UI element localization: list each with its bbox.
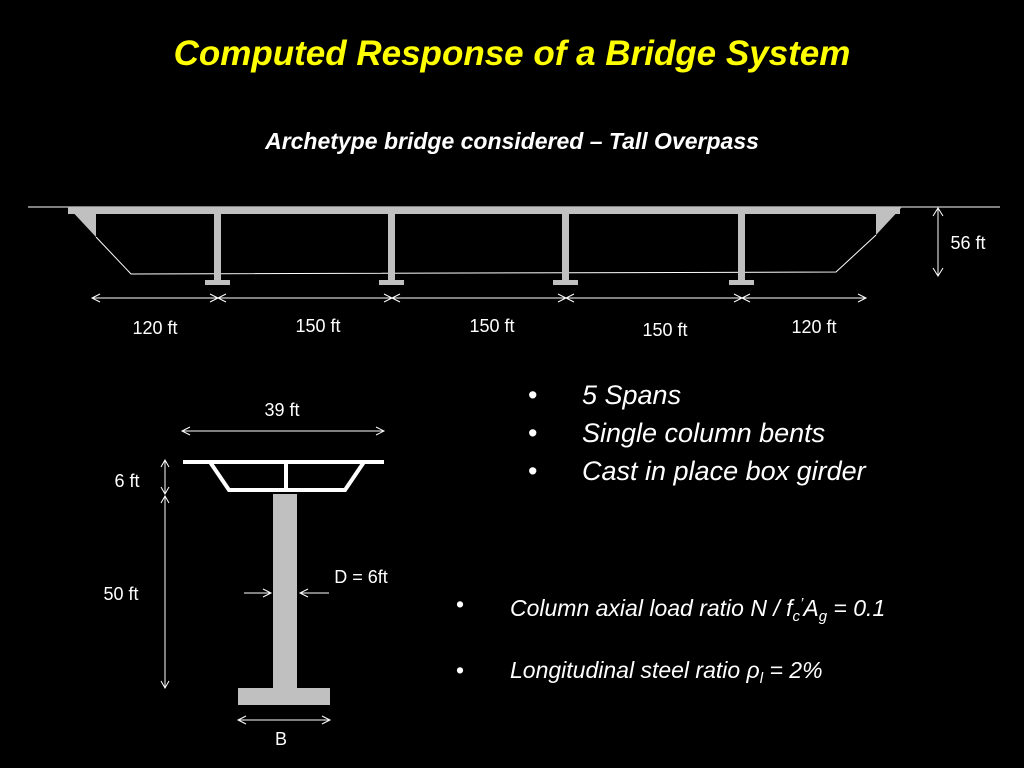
steel-ratio-item: Longitudinal steel ratio ρl = 2% [456, 654, 885, 720]
steel-value: = 2% [763, 657, 823, 683]
list-item: Cast in place box girder [528, 454, 866, 492]
axial-sub-c: c [792, 608, 801, 625]
footing-dimension-arrow [236, 715, 332, 725]
width-dimension-arrow [180, 426, 386, 436]
list-item: Single column bents [528, 416, 866, 454]
axial-sub-g: g [818, 608, 828, 625]
axial-prime: ’ [800, 595, 804, 612]
span-label: 150 ft [469, 316, 514, 336]
steel-sub-l: l [759, 670, 764, 687]
left-abutment [68, 207, 96, 237]
height-dimension-arrow [932, 207, 944, 277]
bridge-deck [68, 207, 900, 214]
bridge-cross-section: 39 ft 6 ft 50 ft D = 6ft [103, 400, 387, 749]
bridge-features-list: 5 Spans Single column bents Cast in plac… [528, 378, 866, 492]
span-label: 120 ft [132, 318, 177, 338]
vertical-dimension-arrows [160, 458, 170, 690]
ground-profile [95, 234, 877, 275]
pier [562, 214, 569, 280]
axial-value: = 0.1 [827, 595, 886, 621]
right-abutment [876, 207, 902, 235]
box-girder-section [183, 460, 384, 492]
deck-depth-label: 6 ft [114, 471, 139, 491]
column [273, 494, 297, 688]
pier-footing [379, 280, 404, 285]
span-label: 150 ft [642, 320, 687, 340]
pier [738, 214, 745, 280]
axial-text: Column axial load ratio N / f [510, 595, 793, 621]
steel-text: Longitudinal steel ratio ρ [510, 657, 760, 683]
pier-footing [729, 280, 754, 285]
list-item: 5 Spans [528, 378, 866, 416]
diameter-dimension-arrows [244, 588, 329, 598]
pier-footing [553, 280, 578, 285]
piers [205, 214, 754, 285]
design-parameters-list: Column axial load ratio N / fc’Ag = 0.1 … [456, 588, 885, 720]
pier [388, 214, 395, 280]
width-label: 39 ft [264, 400, 299, 420]
footing-label: B [275, 729, 287, 749]
span-label: 120 ft [791, 317, 836, 337]
bridge-elevation: 120 ft 150 ft 150 ft 150 ft 120 ft 56 ft [28, 206, 1000, 340]
axial-a: A [803, 595, 819, 621]
slide-title: Computed Response of a Bridge System [173, 34, 851, 73]
column-height-label: 50 ft [103, 584, 138, 604]
slide-subtitle: Archetype bridge considered – Tall Overp… [265, 128, 759, 154]
pier-footing [205, 280, 230, 285]
diameter-label: D = 6ft [334, 567, 388, 587]
axial-load-ratio-item: Column axial load ratio N / fc’Ag = 0.1 [456, 588, 885, 654]
footing [238, 688, 330, 705]
height-label: 56 ft [950, 233, 985, 253]
pier [214, 214, 221, 280]
span-dimension-arrows [90, 293, 868, 303]
span-label: 150 ft [295, 316, 340, 336]
